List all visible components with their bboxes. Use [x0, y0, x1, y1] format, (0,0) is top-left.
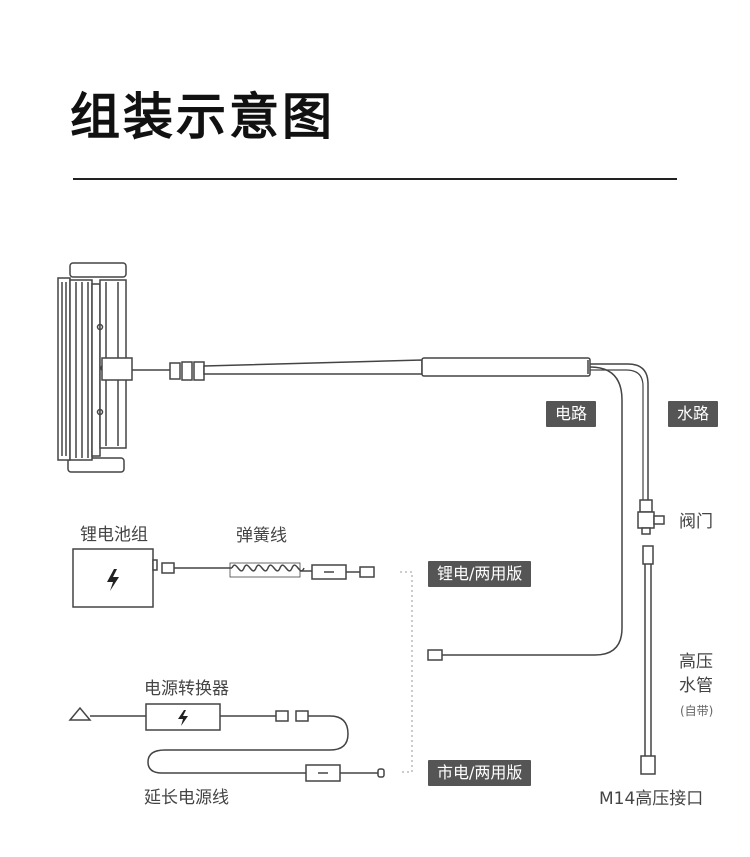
coil-cable-label: 弹簧线 — [236, 526, 287, 546]
power-adapter-label: 电源转换器 — [144, 679, 229, 699]
telescopic-pole — [132, 357, 591, 381]
hose-label-line2: 水管 — [679, 676, 713, 696]
high-pressure-hose — [640, 545, 656, 775]
circuit-tag: 电路 — [546, 401, 597, 427]
extension-cable — [147, 715, 385, 782]
m14-interface-label: M14高压接口 — [599, 789, 704, 809]
power-adapter — [68, 703, 309, 731]
coil-cable — [161, 562, 375, 580]
hose-note: (自带) — [680, 704, 714, 718]
extension-cable-label: 延长电源线 — [144, 788, 229, 808]
waterway-tag: 水路 — [668, 401, 719, 427]
page-title: 组装示意图 — [70, 88, 335, 146]
lightning-bolt-icon — [178, 710, 188, 726]
valve-label: 阀门 — [679, 512, 713, 532]
hose-label-line1: 高压 — [679, 652, 713, 672]
mains-dual-version-tag: 市电/两用版 — [428, 760, 532, 786]
lithium-dual-version-tag: 锂电/两用版 — [428, 561, 532, 587]
title-divider — [73, 178, 677, 180]
lightning-bolt-icon — [107, 569, 119, 591]
battery-pack-label: 锂电池组 — [80, 525, 148, 545]
water-line — [590, 363, 649, 500]
brush-head — [57, 262, 133, 473]
circuit-line — [440, 366, 623, 656]
valve — [637, 499, 665, 535]
branch-bracket — [400, 571, 413, 773]
battery-pack — [72, 548, 158, 608]
